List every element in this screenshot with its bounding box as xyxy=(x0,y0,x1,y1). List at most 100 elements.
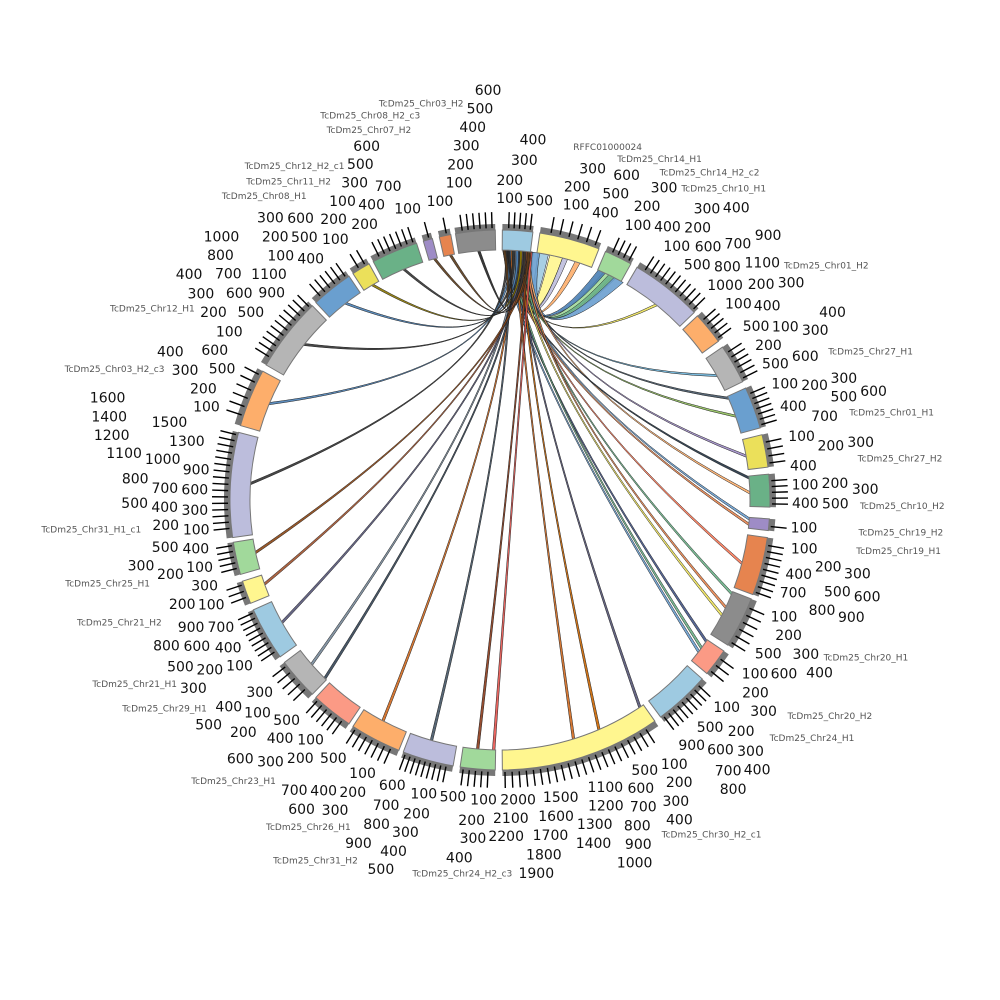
tick-label: 700 xyxy=(373,798,400,814)
segment-tcdm25-chr08-h2-c3[interactable] xyxy=(437,217,456,258)
segment-tcdm25-chr03-h2-c3[interactable] xyxy=(226,366,281,432)
segment-name-label: TcDm25_Chr24_H1 xyxy=(769,734,855,744)
segment-block[interactable] xyxy=(748,473,771,508)
segment-block[interactable] xyxy=(459,746,497,771)
segment-tcdm25-chr20-h2[interactable] xyxy=(690,639,734,683)
segment-tcdm25-chr14-h2-c2[interactable] xyxy=(597,237,638,283)
segment-block[interactable] xyxy=(352,263,380,292)
segment-tcdm25-chr31-h2[interactable] xyxy=(398,732,458,783)
tick-mark xyxy=(282,677,296,690)
segment-block[interactable] xyxy=(682,315,720,354)
tick-label: 400 xyxy=(806,666,833,682)
tick-label: 500 xyxy=(347,157,374,173)
tick-label: 100 xyxy=(322,232,349,248)
tick-mark xyxy=(212,476,229,479)
segment-name-label: TcDm25_Chr19_H1 xyxy=(855,547,941,557)
tick-mark xyxy=(398,754,406,771)
segment-rffc01000024[interactable] xyxy=(501,212,534,253)
segment-block[interactable] xyxy=(422,237,439,261)
tick-mark xyxy=(765,437,782,443)
segment-tcdm25-chr01-h2[interactable] xyxy=(682,308,732,354)
segment-tcdm25-chr07-h2[interactable] xyxy=(421,221,439,261)
segment-block[interactable] xyxy=(705,346,744,392)
tick-mark xyxy=(672,709,684,723)
segment-tcdm25-chr20-h1[interactable] xyxy=(710,590,765,652)
tick-label: 100 xyxy=(427,194,454,210)
tick-label: 500 xyxy=(237,305,264,321)
tick-label: 700 xyxy=(281,783,308,799)
segment-tcdm25-chr11-h2[interactable] xyxy=(349,249,380,292)
segment-block[interactable] xyxy=(402,732,458,767)
segment-block[interactable] xyxy=(352,708,407,751)
segment-block[interactable] xyxy=(648,664,703,718)
segment-block[interactable] xyxy=(597,250,632,283)
tick-mark xyxy=(272,666,286,678)
segment-name-label: TcDm25_Chr03_H2_c3 xyxy=(64,365,165,375)
segment-block[interactable] xyxy=(239,370,281,432)
segment-block[interactable] xyxy=(315,275,361,318)
segment-block[interactable] xyxy=(232,538,261,576)
segment-tcdm25-chr14-h1[interactable] xyxy=(536,216,602,269)
segment-tcdm25-chr19-h1[interactable] xyxy=(733,534,785,599)
tick-mark xyxy=(414,759,421,776)
tick-mark xyxy=(532,769,536,786)
segment-tcdm25-chr21-h2[interactable] xyxy=(226,574,270,606)
tick-mark xyxy=(525,770,529,787)
segment-tcdm25-chr10-h1[interactable] xyxy=(626,256,706,328)
segment-block[interactable] xyxy=(690,639,725,675)
segment-tcdm25-chr23-h1[interactable] xyxy=(305,682,361,735)
segment-tcdm25-chr01-h1[interactable] xyxy=(726,385,777,434)
tick-label: 100 xyxy=(791,541,818,557)
tick-label: 100 xyxy=(244,705,271,721)
segment-tcdm25-chr21-h1[interactable] xyxy=(237,601,298,662)
tick-label: 400 xyxy=(744,762,771,778)
segment-block[interactable] xyxy=(536,232,600,269)
tick-label: 300 xyxy=(246,685,273,701)
segment-block[interactable] xyxy=(747,516,770,532)
tick-mark xyxy=(465,213,469,230)
tick-mark xyxy=(229,400,245,408)
segment-tcdm25-chr27-h2[interactable] xyxy=(741,433,786,471)
segment-tcdm25-chr24-h2-c3[interactable] xyxy=(459,746,497,788)
segment-block[interactable] xyxy=(241,574,270,604)
segment-block[interactable] xyxy=(501,229,534,253)
segment-tcdm25-chr24-h1[interactable] xyxy=(648,664,711,731)
segment-tcdm25-chr29-h1[interactable] xyxy=(272,649,328,702)
tick-label: 1700 xyxy=(533,828,569,844)
segment-block[interactable] xyxy=(710,590,752,646)
segment-tcdm25-chr19-h2[interactable] xyxy=(747,516,787,532)
segment-block[interactable] xyxy=(252,601,298,658)
segment-block[interactable] xyxy=(733,534,768,596)
segment-tcdm25-chr25-h1[interactable] xyxy=(215,538,261,577)
segment-tcdm25-chr31-h1-c1[interactable] xyxy=(212,429,259,539)
tick-mark xyxy=(215,456,232,460)
segment-tcdm25-chr26-h1[interactable] xyxy=(345,708,407,764)
segment-axis-band xyxy=(236,581,251,606)
tick-label: 800 xyxy=(624,818,651,834)
segment-tcdm25-chr27-h1[interactable] xyxy=(705,342,758,392)
segment-block[interactable] xyxy=(315,682,361,725)
segment-tcdm25-chr10-h2[interactable] xyxy=(748,473,788,508)
tick-label: 1300 xyxy=(169,434,205,450)
segment-block[interactable] xyxy=(741,434,769,471)
segment-tcdm25-chr12-h1[interactable] xyxy=(254,294,328,376)
segment-block[interactable] xyxy=(726,387,761,434)
segment-block[interactable] xyxy=(438,233,456,258)
segment-name-label: TcDm25_Chr24_H2_c3 xyxy=(411,870,512,880)
tick-mark xyxy=(401,229,408,245)
tick-mark xyxy=(370,742,379,758)
segment-tcdm25-chr08-h1[interactable] xyxy=(309,262,361,318)
tick-mark xyxy=(349,253,359,269)
segment-tcdm25-chr30-h2-c1[interactable] xyxy=(501,704,659,788)
segment-tcdm25-chr03-h2[interactable] xyxy=(454,212,497,255)
segment-block[interactable] xyxy=(283,649,328,695)
segment-block[interactable] xyxy=(372,242,424,280)
segment-axis-band xyxy=(768,518,776,532)
tick-label: 700 xyxy=(811,409,838,425)
tick-mark xyxy=(305,700,318,714)
segment-tcdm25-chr12-h2-c1[interactable] xyxy=(370,226,424,280)
tick-label: 300 xyxy=(651,181,678,197)
segment-block[interactable] xyxy=(229,431,259,539)
tick-label: 300 xyxy=(844,566,871,582)
segment-block[interactable] xyxy=(454,229,497,255)
